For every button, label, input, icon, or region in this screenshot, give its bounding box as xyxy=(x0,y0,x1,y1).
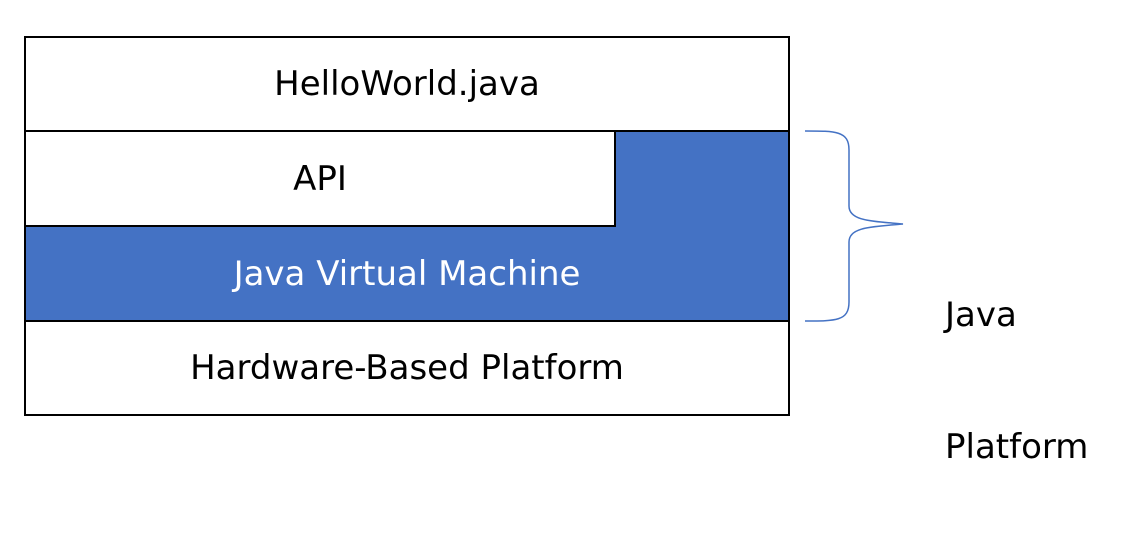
source-file-label: HelloWorld.java xyxy=(274,64,540,104)
java-platform-line2: Platform xyxy=(945,427,1089,467)
curly-brace xyxy=(804,130,904,322)
hardware-platform-layer: Hardware-Based Platform xyxy=(24,320,790,416)
api-label: API xyxy=(293,158,347,199)
api-layer: API xyxy=(24,130,616,227)
hardware-platform-label: Hardware-Based Platform xyxy=(190,348,624,388)
java-platform-line1: Java xyxy=(945,295,1017,335)
jvm-label: Java Virtual Machine xyxy=(233,254,581,294)
source-file-layer: HelloWorld.java xyxy=(24,36,790,132)
java-platform-label: Java Platform xyxy=(945,205,1088,557)
